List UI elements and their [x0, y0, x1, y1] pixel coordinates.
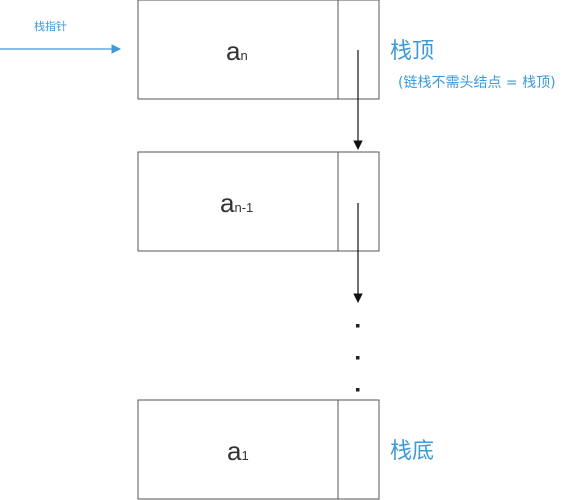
- stack-top-note: (链栈不需头结点 = 栈顶): [398, 75, 556, 91]
- node-next-field: [337, 399, 380, 500]
- stack-node-top: an: [137, 0, 380, 100]
- stack-bottom-label: 栈底: [390, 439, 434, 464]
- ellipsis-dot: [356, 388, 360, 392]
- node-data-value: a1: [227, 436, 249, 466]
- stack-node-bottom: a1: [137, 399, 380, 500]
- stack-pointer: 栈指针: [0, 19, 121, 54]
- stack-top-label: 栈顶: [390, 39, 434, 64]
- node-data-value: an-1: [220, 188, 253, 218]
- stack-node-second: an-1: [137, 151, 380, 252]
- node-data-field: [137, 399, 339, 500]
- node-data-value: an: [226, 36, 248, 66]
- stack-pointer-label: 栈指针: [34, 19, 67, 33]
- ellipsis: [356, 324, 360, 392]
- ellipsis-dot: [356, 356, 360, 360]
- ellipsis-dot: [356, 324, 360, 328]
- node-data-field: [137, 151, 339, 252]
